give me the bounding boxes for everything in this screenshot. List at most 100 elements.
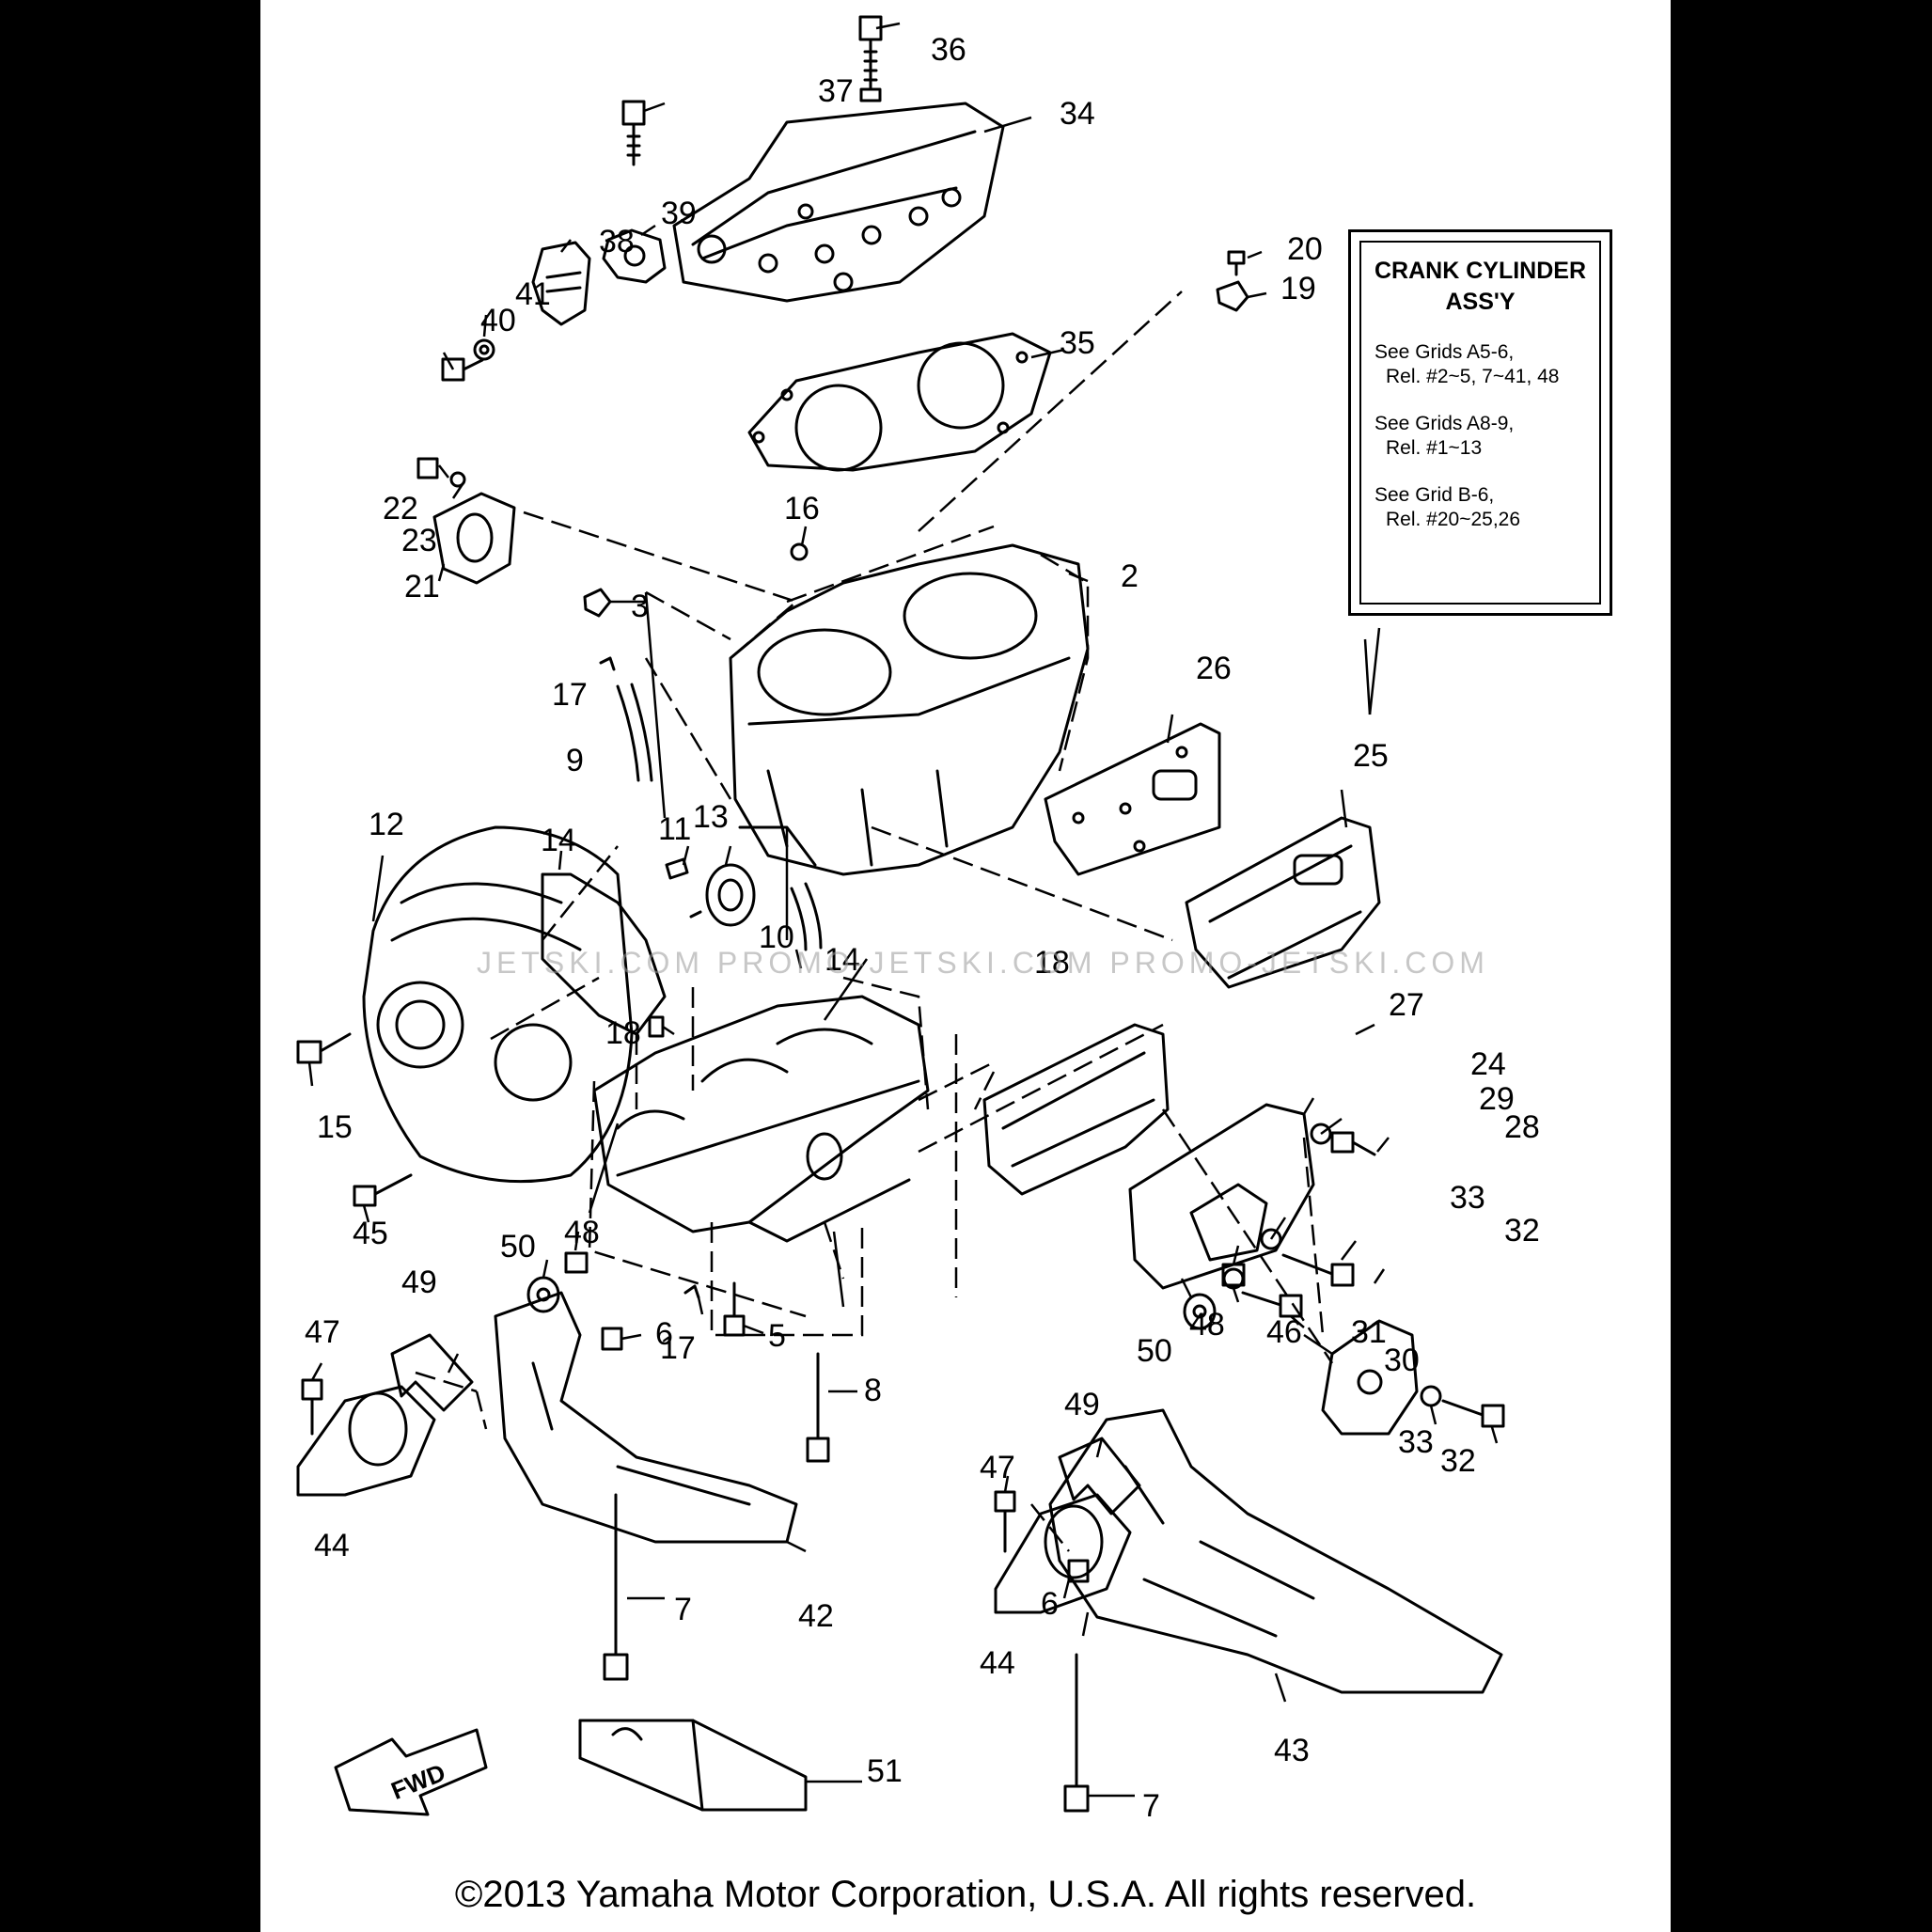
callout-18-right: 18 xyxy=(1034,945,1070,981)
seal-13-part xyxy=(705,863,756,927)
callout-50-right: 50 xyxy=(1137,1333,1172,1369)
callout-15: 15 xyxy=(317,1109,353,1145)
bracket-42-part xyxy=(494,1291,798,1544)
watermark: JETSKI.COM PROMO-JETSKI.COM PROMO-JETSKI… xyxy=(477,946,1489,980)
pin-17b-part xyxy=(683,1284,700,1299)
callout-28: 28 xyxy=(1504,1109,1540,1145)
bolt-15-part xyxy=(296,1032,352,1064)
callout-6-right: 6 xyxy=(1041,1586,1059,1622)
dowel-18-part xyxy=(648,1015,665,1038)
callout-7-left: 7 xyxy=(674,1592,692,1627)
callout-17-upper: 17 xyxy=(552,677,588,713)
callout-25: 25 xyxy=(1353,738,1389,774)
callout-22: 22 xyxy=(383,491,418,526)
legend-entry: See Grid B-6, Rel. #20~25,26 xyxy=(1371,483,1590,532)
screw-20-part xyxy=(1227,250,1246,276)
callout-48-right: 48 xyxy=(1189,1307,1225,1343)
callout-44-left: 44 xyxy=(314,1528,350,1563)
thermostat-cover-38-part xyxy=(531,241,591,326)
callout-44-right: 44 xyxy=(980,1645,1015,1681)
bolt-37-part xyxy=(621,100,646,166)
legend-entry-rel: Rel. #20~25,26 xyxy=(1386,509,1521,530)
bracket-43-part xyxy=(1048,1408,1503,1694)
bolt-7-part xyxy=(603,1493,629,1681)
hose-10-part xyxy=(689,882,823,951)
cylinder-block-2-part xyxy=(729,543,1090,876)
copyright-notice: ©2013 Yamaha Motor Corporation, U.S.A. A… xyxy=(454,1874,1477,1915)
callout-16: 16 xyxy=(784,491,820,526)
callout-24: 24 xyxy=(1470,1046,1506,1082)
callout-29: 29 xyxy=(1479,1081,1515,1117)
clamp-19-part xyxy=(1216,280,1249,312)
callout-19: 19 xyxy=(1280,271,1316,306)
bolt-22-part xyxy=(416,457,439,479)
collar-6-part xyxy=(601,1327,623,1351)
callout-10: 10 xyxy=(759,919,794,955)
callout-6-left: 6 xyxy=(655,1316,673,1352)
legend-title-line1: CRANK CYLINDER xyxy=(1374,258,1586,284)
diagram-sheet: 36 37 34 39 38 41 40 20 19 35 22 23 21 1… xyxy=(260,0,1671,1932)
callout-32-upper: 32 xyxy=(1504,1213,1540,1249)
bolt-5-part xyxy=(723,1281,746,1337)
rubber-50b-part xyxy=(1183,1293,1217,1330)
callout-49-right: 49 xyxy=(1064,1387,1100,1422)
callout-50-left: 50 xyxy=(500,1229,536,1264)
bolt-28-part xyxy=(1330,1131,1376,1156)
callout-9: 9 xyxy=(566,743,584,778)
legend-box: CRANK CYLINDER ASS'Y See Grids A5-6, Rel… xyxy=(1348,229,1612,616)
gasket-39-part xyxy=(602,228,667,284)
legend-entry-grid: See Grids A8-9, xyxy=(1374,413,1515,434)
bolt-45-part xyxy=(353,1173,413,1207)
callout-30: 30 xyxy=(1384,1343,1420,1378)
callout-41: 41 xyxy=(515,276,551,312)
part-3 xyxy=(583,588,612,618)
head-gasket-35-part xyxy=(747,332,1052,472)
callout-5: 5 xyxy=(768,1318,786,1354)
bolt-47b-part xyxy=(994,1490,1016,1553)
callout-2: 2 xyxy=(1121,558,1139,594)
callout-42: 42 xyxy=(798,1598,834,1634)
washer-33-part xyxy=(1260,1228,1282,1250)
hose-9-part xyxy=(616,683,653,782)
washer-29-part xyxy=(1310,1123,1332,1145)
callout-26: 26 xyxy=(1196,651,1232,686)
callout-40: 40 xyxy=(480,303,516,338)
bracket-46-part xyxy=(1321,1319,1419,1436)
mount-44-part xyxy=(296,1385,436,1497)
callout-43: 43 xyxy=(1274,1733,1310,1768)
callout-47-right: 47 xyxy=(980,1450,1015,1485)
stud-8-part xyxy=(806,1352,830,1463)
callout-46: 46 xyxy=(1266,1314,1302,1350)
fwd-label: FWD xyxy=(387,1758,449,1805)
pin-17-part xyxy=(599,656,616,671)
washer-41-part xyxy=(473,338,495,361)
callout-36: 36 xyxy=(931,32,966,68)
bolt-47-part xyxy=(301,1378,323,1436)
callout-47-left: 47 xyxy=(305,1314,340,1350)
bolt-32b-part xyxy=(1441,1399,1505,1428)
legend-title-line2: ASS'Y xyxy=(1445,289,1516,315)
legend-entry-grid: See Grid B-6, xyxy=(1374,484,1495,506)
callout-27: 27 xyxy=(1389,987,1424,1023)
callout-11: 11 xyxy=(658,811,691,847)
bolt-32-part xyxy=(1281,1253,1355,1287)
callout-7-right: 7 xyxy=(1142,1788,1160,1824)
block-51-part xyxy=(578,1719,808,1812)
callout-48-left: 48 xyxy=(564,1215,600,1250)
callout-17-lower: 17 xyxy=(660,1330,696,1366)
callout-35: 35 xyxy=(1060,325,1095,361)
damper-49-part xyxy=(390,1333,474,1412)
callout-51: 51 xyxy=(867,1753,903,1789)
bolt-7b-part xyxy=(1063,1653,1090,1813)
bolt-48-part xyxy=(564,1251,589,1274)
callout-12: 12 xyxy=(369,807,404,842)
legend-entry-grid: See Grids A5-6, xyxy=(1374,341,1515,363)
legend-inner: CRANK CYLINDER ASS'Y See Grids A5-6, Rel… xyxy=(1359,241,1601,605)
washer-23-part xyxy=(449,471,466,488)
washer-33b-part xyxy=(1420,1385,1442,1407)
legend-entry-rel: Rel. #2~5, 7~41, 48 xyxy=(1386,366,1560,387)
bolt-40-part xyxy=(441,357,484,382)
callout-45: 45 xyxy=(353,1216,388,1251)
collar-6b-part xyxy=(1067,1559,1090,1583)
crankcase-lower-part xyxy=(592,995,930,1243)
